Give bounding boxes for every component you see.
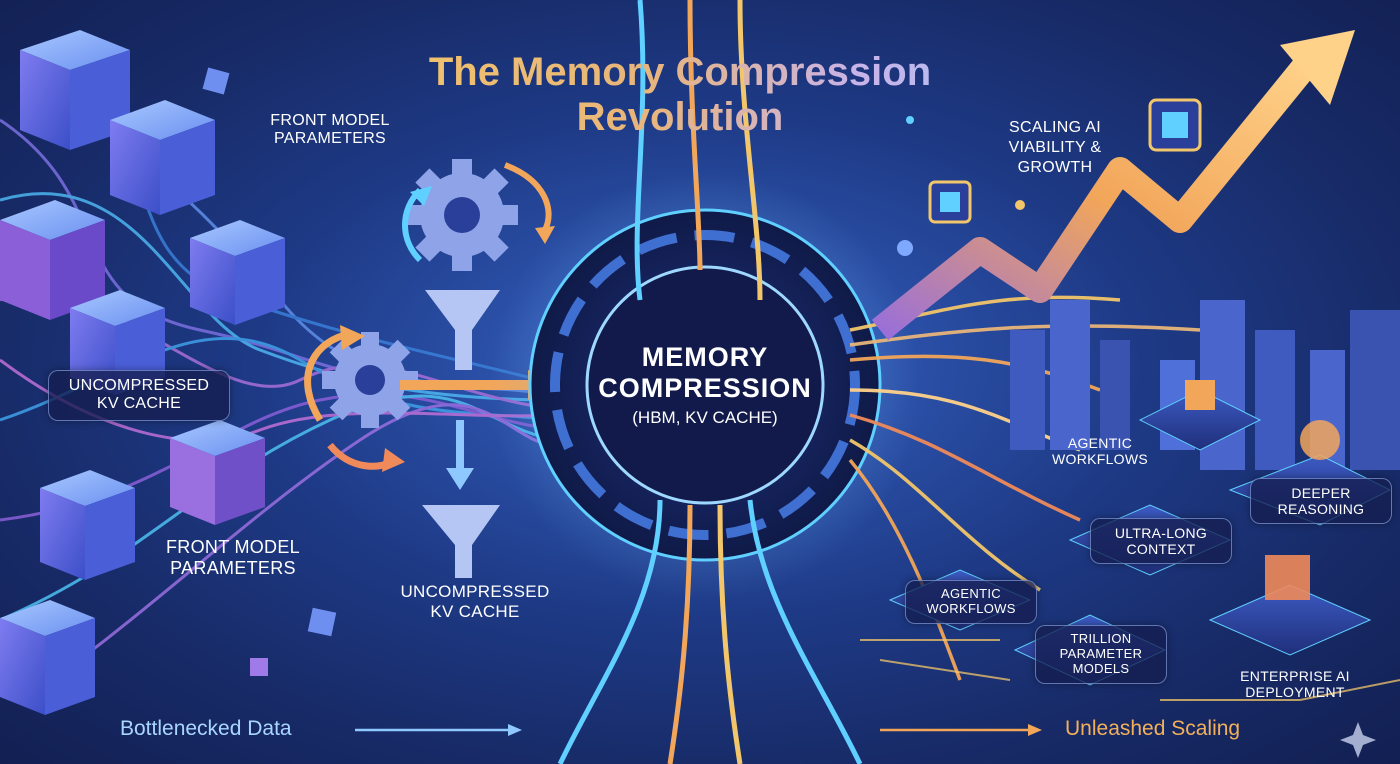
label-uncompressed-kv-cache-left: UNCOMPRESSED KV CACHE [48, 370, 230, 421]
data-cubes [0, 30, 337, 715]
label-uncompressed-kv-cache-mid: UNCOMPRESSED KV CACHE [385, 582, 565, 621]
rising-arrow-icon [871, 51, 1321, 341]
label-line: WORKFLOWS [1051, 451, 1149, 468]
platform [1138, 389, 1262, 451]
cube-icon [110, 100, 215, 215]
sparkle-icon [1340, 722, 1376, 758]
label-line: WORKFLOWS [926, 600, 1016, 616]
label-scaling-ai: SCALING AI VIABILITY & GROWTH [985, 118, 1125, 178]
central-streams [557, 0, 863, 764]
title-line-1: The Memory Compression [428, 50, 932, 94]
label-ultra-long-context: ULTRA-LONG CONTEXT [1090, 518, 1232, 565]
chip-icon [1148, 98, 1202, 152]
label-line: KV CACHE [96, 395, 182, 413]
platform [1208, 584, 1372, 656]
label-trillion-parameter-models: TRILLION PARAMETER MODELS [1035, 625, 1167, 684]
label-line: FRONT MODEL [166, 537, 300, 557]
label-line: TRILLION [1070, 631, 1132, 646]
cube-icon [307, 607, 337, 637]
label-enterprise-ai-deployment: ENTERPRISE AI DEPLOYMENT [1225, 668, 1365, 700]
cube-icon [20, 30, 130, 150]
hub-label-line-2: COMPRESSION [598, 373, 812, 403]
label-line: REASONING [1277, 501, 1365, 518]
label-line: ULTRA-LONG [1114, 525, 1208, 541]
label-line: CONTEXT [1126, 541, 1196, 558]
hub-label-line-1: MEMORY [641, 342, 769, 372]
brain-icon [1300, 420, 1340, 460]
cube-icon [250, 658, 268, 676]
label-line: VIABILITY & [1008, 139, 1102, 156]
label-front-model-parameters-top: FRONT MODEL PARAMETERS [255, 112, 405, 149]
label-line: PARAMETERS [273, 130, 387, 148]
label-line: DEPLOYMENT [1245, 684, 1345, 701]
label-line: UNCOMPRESSED [68, 377, 210, 394]
hub-label: MEMORY COMPRESSION (HBM, KV CACHE) [560, 342, 850, 428]
footer-right-label: Unleashed Scaling [1065, 717, 1241, 740]
chip-icon [928, 180, 972, 224]
circular-arrow-icon [503, 162, 552, 232]
cube-icon [170, 420, 265, 525]
circular-arrow-icon [304, 331, 347, 422]
label-line: UNCOMPRESSED [400, 582, 550, 601]
cube-icon [0, 600, 95, 715]
label-agentic-workflows-bottom: AGENTIC WORKFLOWS [905, 580, 1037, 624]
hub-label-line-3: (HBM, KV CACHE) [632, 408, 778, 427]
diagram-title: The Memory Compression Revolution [330, 50, 1030, 140]
label-deeper-reasoning: DEEPER REASONING [1250, 478, 1392, 525]
label-line: AGENTIC [941, 586, 1001, 601]
circuit-traces [860, 639, 1400, 701]
title-line-2: Revolution [576, 94, 784, 139]
cube-icon [1265, 555, 1310, 600]
label-line: AGENTIC [1067, 435, 1133, 451]
gear-icon [406, 159, 518, 271]
label-line: PARAMETERS [170, 557, 296, 578]
cube-icon [190, 220, 285, 325]
label-line: PARAMETER [1059, 645, 1143, 661]
funnel-icon [422, 505, 500, 578]
cube-icon [1185, 380, 1215, 410]
label-line: SCALING AI [1009, 119, 1101, 136]
label-agentic-workflows-top: AGENTIC WORKFLOWS [1035, 435, 1165, 467]
label-line: DEEPER [1291, 485, 1351, 501]
label-line: ENTERPRISE AI [1240, 668, 1350, 684]
label-front-model-parameters-bottom: FRONT MODEL PARAMETERS [148, 537, 318, 578]
label-line: MODELS [1072, 660, 1130, 676]
cube-icon [0, 200, 105, 320]
funnel-icon [425, 290, 500, 370]
cube-icon [202, 67, 230, 95]
label-line: FRONT MODEL [270, 112, 390, 129]
cube-icon [40, 470, 135, 580]
label-line: KV CACHE [430, 601, 520, 621]
footer-left-label: Bottlenecked Data [120, 717, 292, 740]
label-line: GROWTH [1017, 159, 1093, 176]
